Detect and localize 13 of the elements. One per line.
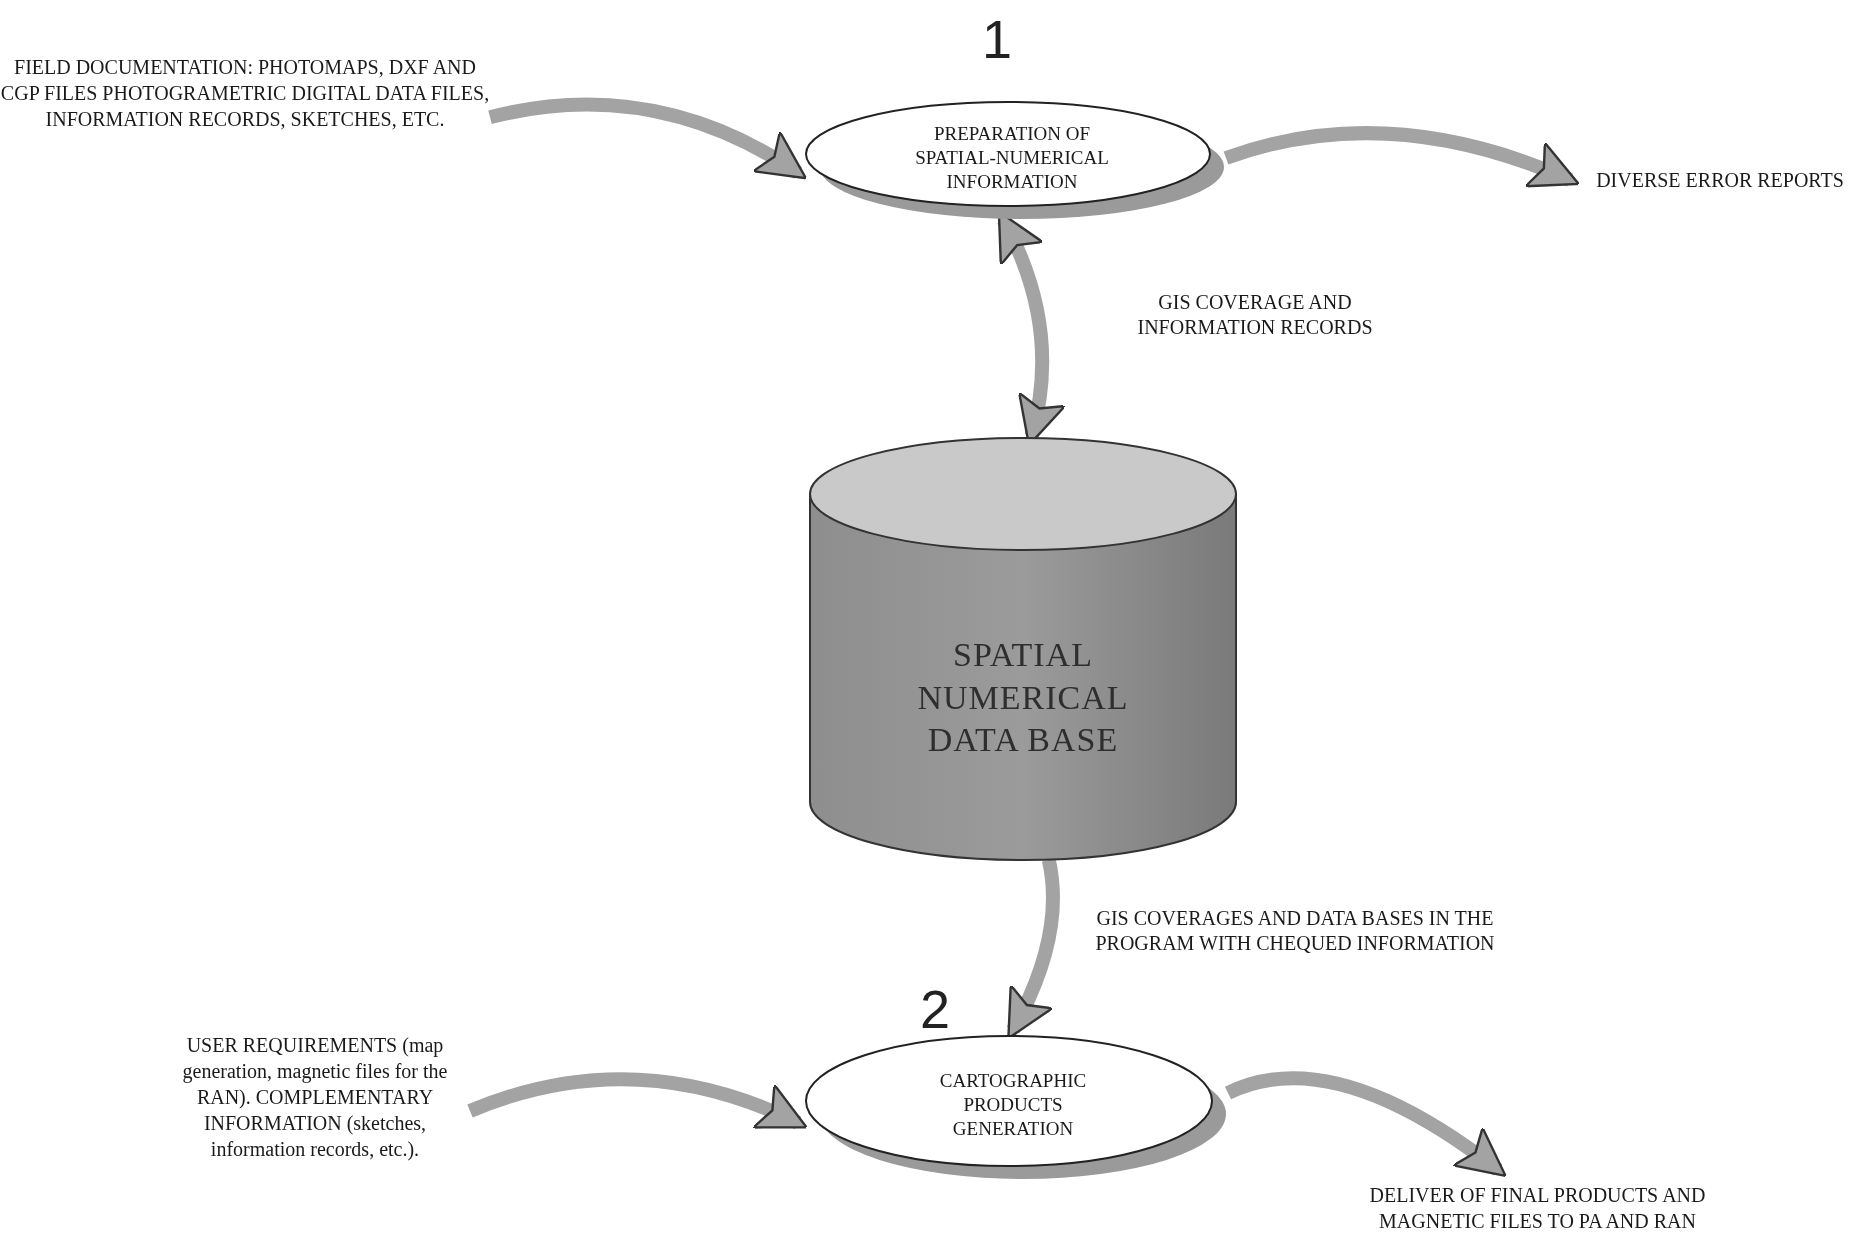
annotation-text: FIELD DOCUMENTATION: PHOTOMAPS, DXF AND CGP FILES PHOTOGRAMETRIC DIGITAL DATA FILES, INFORMATION RECORDS, SKETCHES, ETC. xyxy=(0,55,490,132)
database-label: SPATIAL NUMERICAL DATA BASE xyxy=(916,635,1130,761)
process-label: PREPARATION OF SPATIAL-NUMERICAL INFORMATION xyxy=(914,122,1110,194)
curved-arrow xyxy=(488,97,808,180)
curved-arrow xyxy=(467,1072,808,1131)
annotation-text: USER REQUIREMENTS (map generation, magnetic files for the RAN). COMPLEMENTARY INFORMATION (sketches, information records, etc.). xyxy=(181,1032,449,1162)
step-number: 2 xyxy=(920,978,951,1040)
step-number: 1 xyxy=(982,8,1013,70)
annotation-text: DELIVER OF FINAL PRODUCTS AND MAGNETIC FILES TO PA AND RAN xyxy=(1368,1183,1707,1234)
process-label: CARTOGRAPHIC PRODUCTS GENERATION xyxy=(938,1069,1088,1141)
annotation-text: DIVERSE ERROR REPORTS xyxy=(1596,168,1844,193)
curved-arrow xyxy=(1223,126,1580,189)
curved-arrow xyxy=(1225,1071,1507,1177)
